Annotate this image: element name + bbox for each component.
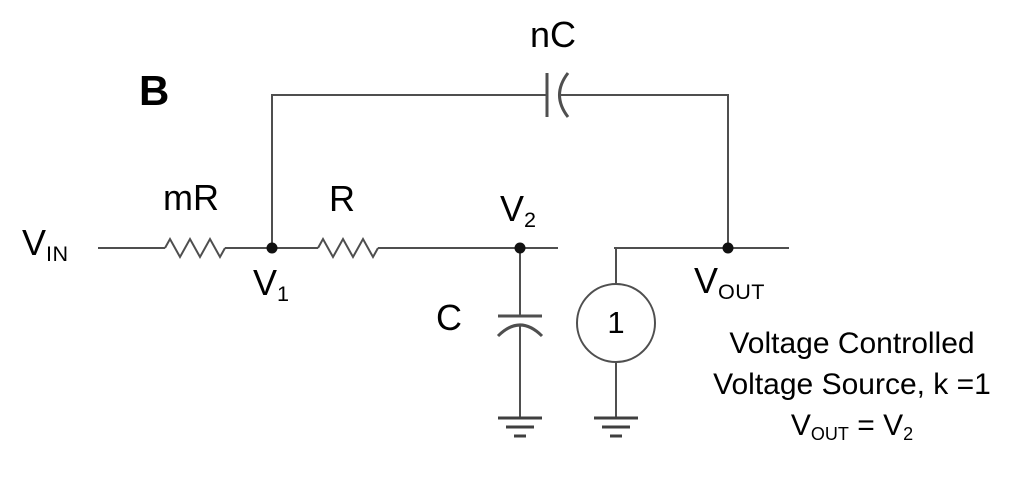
annotation-line2: Voltage Source, k =1 <box>713 368 991 401</box>
label-v2: V2 <box>500 188 537 233</box>
resistor-mr-icon <box>164 236 226 260</box>
node-v1-dot <box>266 242 278 254</box>
capacitor-nc-icon <box>545 72 570 118</box>
vcvs-source-value: 1 <box>607 305 625 340</box>
node-vout-dot <box>722 242 734 254</box>
figure-tag: B <box>139 70 169 112</box>
label-v1: V1 <box>253 262 290 307</box>
vcvs-annotation: Voltage Controlled Voltage Source, k =1 … <box>678 323 1024 455</box>
vcvs-branch-wire <box>614 247 789 418</box>
label-vout: VOUT <box>694 260 765 305</box>
label-vin: VIN <box>22 222 69 267</box>
node-v2-dot <box>514 242 526 254</box>
figure-tag-text: B <box>139 67 170 114</box>
annotation-equation: VOUT = V2 <box>790 409 914 445</box>
annotation-line1: Voltage Controlled <box>729 327 975 360</box>
label-mr: mR <box>163 177 219 218</box>
vcvs-source-icon <box>576 283 656 363</box>
capacitor-c-icon <box>496 314 544 338</box>
feedback-wire <box>271 94 729 248</box>
ground-vcvs-icon <box>594 416 638 438</box>
label-nc: nC <box>530 14 577 55</box>
resistor-r-icon <box>317 236 379 260</box>
label-r: R <box>329 178 355 219</box>
ground-c-icon <box>498 416 542 438</box>
label-c: C <box>436 297 462 338</box>
